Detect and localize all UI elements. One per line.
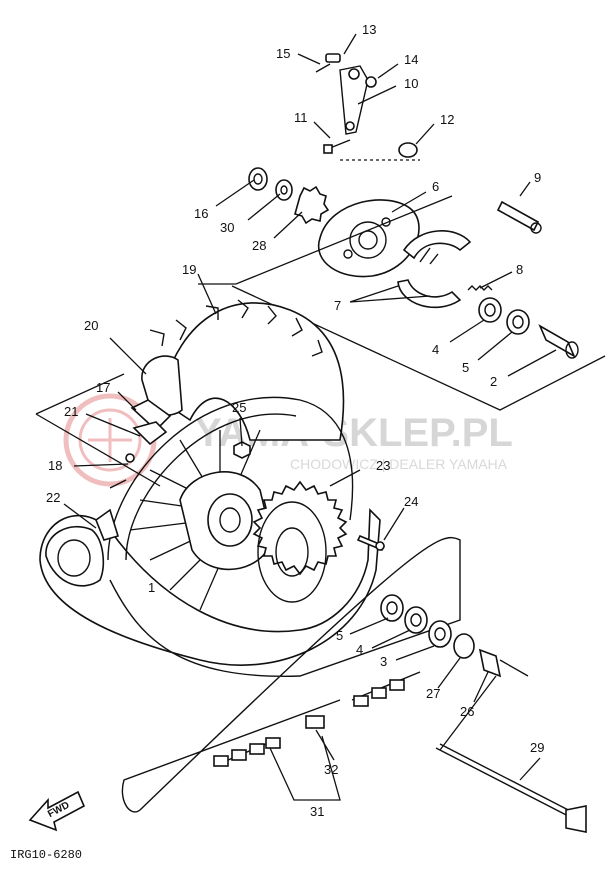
part-label: 13 (362, 22, 376, 37)
part-label: 29 (530, 740, 544, 755)
part-label: 25 (232, 400, 246, 415)
forward-arrow-icon: FWD (28, 790, 86, 832)
chain-joint (305, 715, 325, 729)
valve (109, 453, 135, 489)
right-bearings-and-spacer (478, 297, 579, 359)
brake-camshaft (496, 200, 542, 234)
part-label: 18 (48, 458, 62, 473)
part-label: 21 (64, 404, 78, 419)
part-label: 26 (460, 704, 474, 719)
brake-arm-assembly (315, 53, 420, 161)
part-label: 24 (404, 494, 418, 509)
part-label: 12 (440, 112, 454, 127)
hub-collar-parts (248, 167, 330, 225)
part-label: 23 (376, 458, 390, 473)
part-label: 1 (148, 580, 155, 595)
brake-panel (317, 199, 420, 278)
part-label: 5 (336, 628, 343, 643)
part-labels: 13 15 14 10 11 12 9 16 30 28 6 19 8 7 20… (46, 22, 544, 819)
part-label: 15 (276, 46, 290, 61)
part-label: 17 (96, 380, 110, 395)
part-label: 16 (194, 206, 208, 221)
wheel-rim (107, 396, 354, 611)
sprocket-bolt (356, 534, 386, 552)
part-label: 27 (426, 686, 440, 701)
drive-chain (109, 536, 461, 813)
part-label: 5 (462, 360, 469, 375)
part-label: 4 (432, 342, 439, 357)
left-plate (45, 508, 120, 587)
rear-sprocket (252, 480, 348, 603)
part-label: 8 (516, 262, 523, 277)
part-label: 20 (84, 318, 98, 333)
brake-shoes (397, 230, 472, 309)
spring (467, 285, 493, 291)
part-label: 3 (380, 654, 387, 669)
diagram-code: IRG10-6280 (10, 848, 82, 862)
leader-lines (63, 33, 557, 801)
rear-tyre (39, 299, 381, 666)
part-label: 11 (294, 110, 308, 125)
part-label: 7 (334, 298, 341, 313)
part-label: 32 (324, 762, 338, 777)
part-label: 10 (404, 76, 418, 91)
part-label: 19 (182, 262, 196, 277)
part-label: 22 (46, 490, 60, 505)
part-label: 14 (404, 52, 418, 67)
wheel-hub (179, 471, 273, 571)
part-label: 4 (356, 642, 363, 657)
watermark-subtitle: CHODOWICZ | DEALER YAMAHA (290, 456, 508, 472)
part-label: 30 (220, 220, 234, 235)
rear-axle (435, 743, 587, 833)
part-label: 6 (432, 179, 439, 194)
left-bearings-and-collar (380, 594, 502, 678)
rim-band-and-lock (130, 399, 172, 446)
part-label: 2 (490, 374, 497, 389)
chain-segment (213, 679, 405, 767)
part-label: 31 (310, 804, 324, 819)
part-label: 9 (534, 170, 541, 185)
part-label: 28 (252, 238, 266, 253)
